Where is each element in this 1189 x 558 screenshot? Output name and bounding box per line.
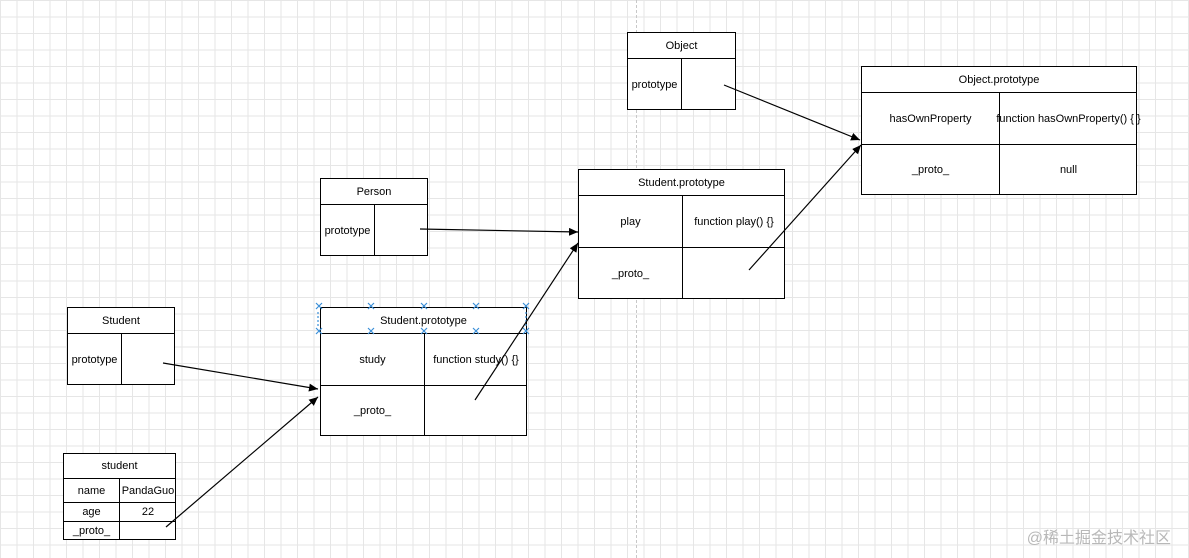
object-prototype-title: Object.prototype: [862, 67, 1136, 93]
person-prototype-key: prototype: [324, 225, 371, 237]
person-box[interactable]: Person prototype: [320, 178, 428, 256]
divider: [862, 144, 1136, 145]
arrow-student-to-student-prototype[interactable]: [165, 396, 319, 528]
object-prototype-proto-key: _proto_: [911, 164, 950, 176]
arrow-student-constructor-to-student-prototype[interactable]: [162, 362, 319, 392]
age-value: 22: [141, 505, 155, 518]
divider: [424, 334, 425, 435]
hasownproperty-value: function hasOwnProperty() { }: [996, 112, 1141, 125]
object-prototype-box[interactable]: Object.prototype hasOwnProperty function…: [861, 66, 1141, 195]
student-constructor-box[interactable]: Student prototype: [67, 307, 175, 385]
student-instance-title: student: [64, 454, 175, 479]
student-constructor-prototype-key: prototype: [71, 354, 118, 366]
person-prototype-value: [374, 205, 429, 257]
divider: [119, 479, 120, 539]
divider: [999, 93, 1000, 194]
divider: [321, 385, 526, 386]
study-key: study: [359, 353, 386, 366]
divider: [374, 205, 375, 255]
object-title: Object: [628, 33, 735, 59]
person-title: Person: [321, 179, 427, 205]
student-prototype-upper-proto-value: [682, 247, 786, 300]
object-prototype-key: prototype: [631, 79, 678, 91]
divider: [64, 502, 175, 503]
divider: [579, 247, 784, 248]
object-prototype-proto-value: null: [1059, 164, 1078, 176]
name-value: PandaGuo: [121, 484, 175, 497]
arrow-object-to-object-prototype[interactable]: [723, 84, 861, 141]
watermark: @稀土掘金技术社区: [1026, 530, 1171, 547]
student-prototype-upper-box[interactable]: Student.prototype play function play() {…: [578, 169, 785, 299]
student-constructor-title: Student: [68, 308, 174, 334]
divider: [64, 521, 175, 522]
student-constructor-prototype-value: [121, 334, 176, 386]
student-prototype-upper-title: Student.prototype: [579, 170, 784, 196]
object-box[interactable]: Object prototype: [627, 32, 736, 110]
hasownproperty-key: hasOwnProperty: [889, 112, 972, 125]
play-key: play: [620, 215, 641, 228]
student-instance-proto-value: [119, 521, 177, 541]
play-value: function play() {}: [694, 215, 774, 228]
divider: [681, 59, 682, 109]
age-key: age: [82, 505, 101, 518]
name-key: name: [77, 484, 106, 497]
student-prototype-box[interactable]: Student.prototype study function study()…: [320, 307, 527, 436]
object-prototype-value: [681, 59, 737, 111]
student-instance-proto-key: _proto_: [72, 525, 111, 537]
student-prototype-upper-proto-key: _proto_: [611, 267, 650, 280]
arrow-person-to-student-prototype[interactable]: [419, 227, 579, 236]
student-prototype-proto-key: _proto_: [353, 405, 392, 417]
study-value: function study() {}: [433, 353, 519, 366]
student-instance-box[interactable]: student name PandaGuo age 22 _proto_: [63, 453, 176, 540]
student-prototype-proto-value: [424, 385, 528, 437]
divider: [121, 334, 122, 384]
student-prototype-title: Student.prototype: [321, 308, 526, 334]
